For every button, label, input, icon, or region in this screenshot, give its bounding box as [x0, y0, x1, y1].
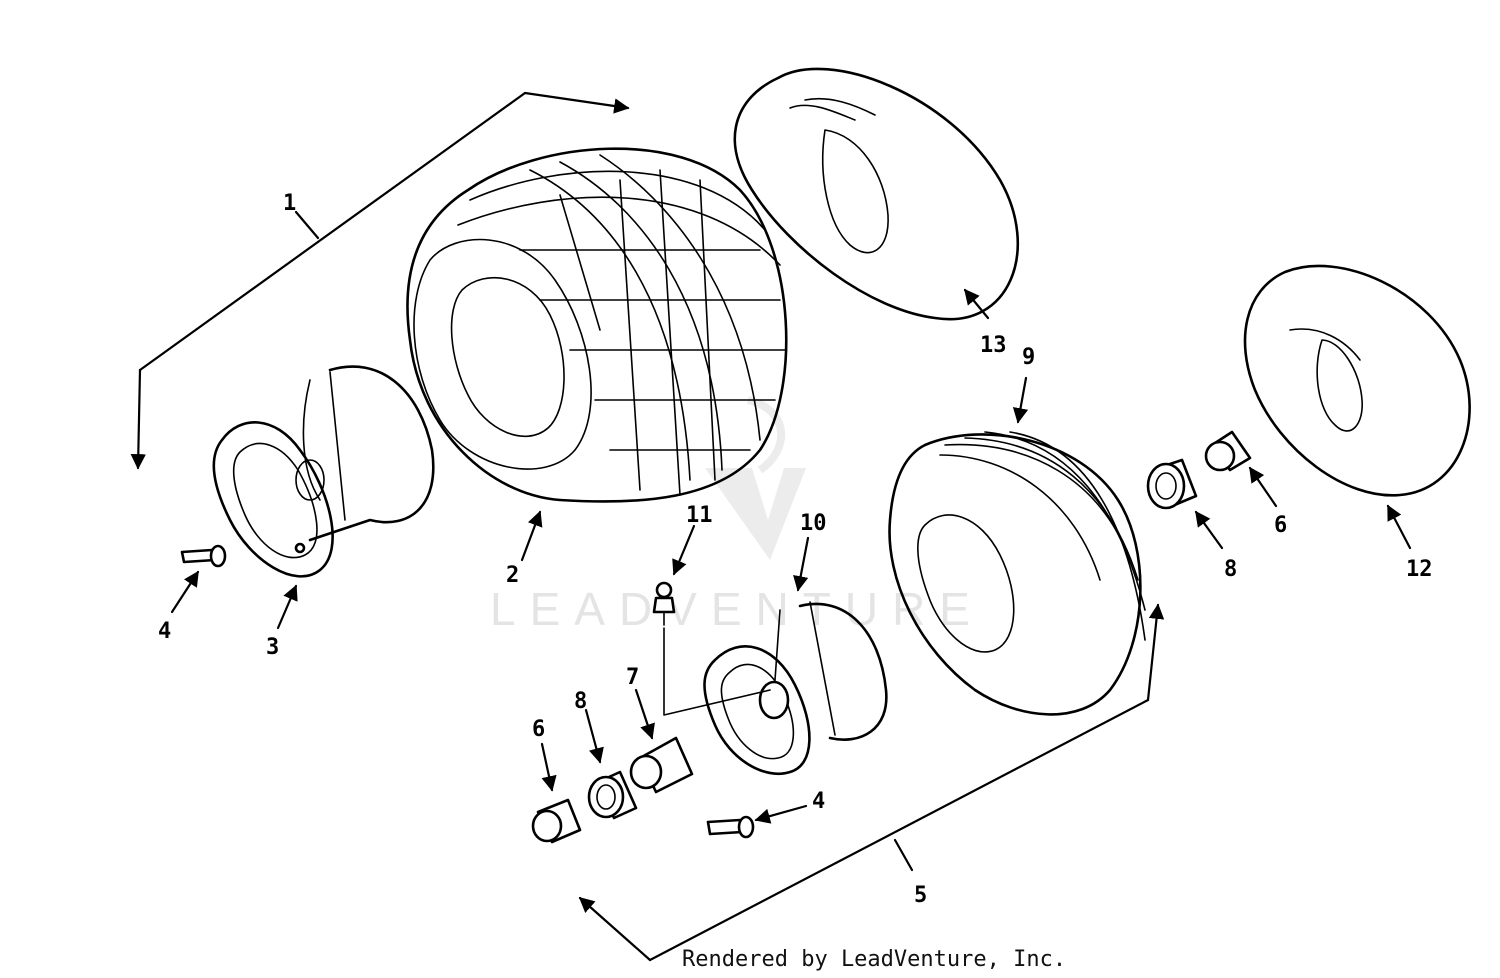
part-4-valve-stem — [180, 544, 227, 568]
callout-1: 1 — [283, 191, 296, 216]
part-12-tire — [1243, 264, 1471, 497]
callout-6b: 6 — [1274, 513, 1287, 538]
watermark: LEADVENTURE — [490, 396, 984, 635]
part-3-rim — [212, 365, 435, 578]
part-7-spacer — [629, 736, 694, 794]
watermark-text: LEADVENTURE — [490, 583, 984, 635]
part-4-valve-stem-lower — [706, 815, 755, 839]
callouts: 1 2 3 4 13 9 8 6 12 11 10 7 8 6 4 5 — [158, 191, 1433, 908]
callout-7: 7 — [626, 665, 639, 690]
tread-pattern — [457, 154, 786, 496]
part-10-rim — [703, 601, 888, 775]
callout-2: 2 — [506, 563, 519, 588]
callout-11: 11 — [686, 503, 713, 528]
callout-10: 10 — [800, 511, 827, 536]
part-8-bearing-left — [587, 770, 638, 820]
callout-3: 3 — [266, 635, 279, 660]
callout-6a: 6 — [532, 717, 545, 742]
callout-9: 9 — [1022, 345, 1035, 370]
callout-8b: 8 — [1224, 557, 1237, 582]
callout-12: 12 — [1406, 557, 1433, 582]
footer-credit: Rendered by LeadVenture, Inc. — [682, 947, 1066, 972]
part-6-bushing-left — [531, 798, 582, 844]
callout-4a: 4 — [158, 619, 171, 644]
part-6-bushing-right — [1204, 430, 1252, 472]
callout-5: 5 — [914, 883, 927, 908]
part-2-tire — [406, 147, 788, 503]
assembly-bracket-5 — [578, 603, 1165, 962]
part-8-bearing-right — [1146, 458, 1198, 510]
leader-lines — [170, 288, 1412, 824]
part-9-tire — [888, 431, 1146, 716]
callout-8a: 8 — [574, 689, 587, 714]
part-11-grease-fitting — [652, 581, 771, 716]
callout-4b: 4 — [812, 789, 825, 814]
watermark-logo — [705, 468, 806, 560]
assembly-bracket-1 — [130, 91, 630, 470]
callout-13: 13 — [980, 333, 1007, 358]
part-13-tire — [733, 67, 1020, 321]
